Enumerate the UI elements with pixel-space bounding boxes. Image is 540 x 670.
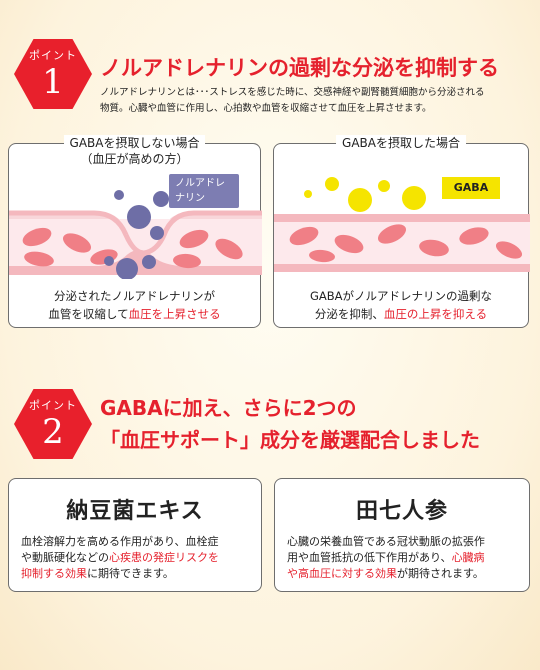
blood-cell: [24, 251, 54, 267]
point-1-description-line-1: ノルアドレナリンとは･･･ストレスを感じた時に、交感神経や副腎髄質細胞から分泌さ…: [100, 87, 485, 98]
noradrenaline-tag: ノルアドレ ナリン: [169, 174, 239, 208]
blood-cell: [22, 227, 52, 247]
without-gaba-caption-line-2: 血管を収縮して血圧を上昇させる: [9, 305, 260, 323]
point-1-description-line-2: 物質。心臓や血管に作用し、心拍数や血管を収縮させて血圧を上昇させます。: [100, 103, 432, 114]
point-1-badge: ポイント 1: [14, 39, 92, 109]
natto-extract-line-3-highlight: 抑制する効果: [21, 567, 87, 580]
tienchi-ginseng-line-2: 用や血管抵抗の低下作用があり、心臓病: [287, 550, 519, 566]
point-1-badge-number: 1: [42, 62, 64, 102]
vessel-wall-bottom: [274, 264, 530, 272]
blood-cell: [419, 239, 449, 257]
with-gaba-caption-highlight: 血圧の上昇を抑える: [383, 307, 488, 321]
blood-cell: [215, 238, 243, 260]
without-gaba-title-line-1: GABAを摂取しない場合: [69, 136, 200, 150]
with-gaba-caption: GABAがノルアドレナリンの過剰な 分泌を抑制、血圧の上昇を抑える: [274, 287, 528, 323]
natto-extract-title: 納豆菌エキス: [66, 499, 204, 524]
with-gaba-caption-plain: 分泌を抑制、: [314, 307, 384, 321]
tienchi-ginseng-title: 田七人参: [355, 499, 448, 524]
tienchi-ginseng-card: 田七人参 心臓の栄養血管である冠状動脈の拡張作 用や血管抵抗の低下作用があり、心…: [274, 478, 530, 592]
blood-cell: [495, 241, 523, 259]
without-gaba-title-line-2: （血圧が高めの方）: [80, 152, 189, 166]
point-2-badge-label: ポイント: [29, 399, 77, 412]
point-2-title-line-1: GABAに加え、さらに2つの: [100, 396, 357, 420]
blood-cell: [377, 224, 407, 244]
without-gaba-caption-plain: 血管を収縮して: [48, 307, 129, 321]
point-2-badge: ポイント 2: [14, 389, 92, 459]
normal-vessel-illustration: [274, 177, 530, 272]
tienchi-ginseng-line-1: 心臓の栄養血管である冠状動脈の拡張作: [287, 535, 485, 548]
point-1-description: ノルアドレナリンとは･･･ストレスを感じた時に、交感神経や副腎髄質細胞から分泌さ…: [100, 85, 530, 117]
without-gaba-caption: 分泌されたノルアドレナリンが 血管を収縮して血圧を上昇させる: [9, 287, 260, 323]
without-gaba-panel-title: GABAを摂取しない場合 （血圧が高めの方）: [63, 135, 206, 167]
noradrenaline-particles: [104, 190, 169, 279]
with-gaba-panel: GABAを摂取した場合 GABA GABAがノルアドレナリンの過剰な 分泌を抑制…: [273, 135, 530, 328]
noradrenaline-tag-line-2: ナリン: [175, 193, 205, 204]
natto-extract-description: 血栓溶解力を高める作用があり、血栓症 や動脈硬化などの心疾患の発症リスクを 抑制…: [21, 534, 251, 582]
blood-cell: [459, 227, 489, 245]
blood-cell: [334, 234, 364, 254]
gaba-tag: GABA: [442, 177, 500, 199]
natto-extract-line-2-plain: や動脈硬化などの: [21, 551, 109, 564]
with-gaba-caption-line-2: 分泌を抑制、血圧の上昇を抑える: [274, 305, 528, 323]
with-gaba-panel-title: GABAを摂取した場合: [336, 135, 466, 151]
with-gaba-caption-line-1: GABAがノルアドレナリンの過剰な: [309, 289, 493, 303]
point-1-badge-label: ポイント: [29, 49, 77, 62]
without-gaba-caption-highlight: 血圧を上昇させる: [128, 307, 221, 321]
without-gaba-caption-line-1: 分泌されたノルアドレナリンが: [54, 289, 215, 303]
blood-cell: [179, 229, 209, 249]
constricted-vessel-illustration: [9, 190, 262, 279]
blood-cell: [289, 226, 319, 246]
gaba-particles: [304, 177, 426, 212]
tienchi-ginseng-line-2-highlight: 心臓病: [451, 551, 485, 564]
tienchi-ginseng-description: 心臓の栄養血管である冠状動脈の拡張作 用や血管抵抗の低下作用があり、心臓病 や高…: [287, 534, 519, 582]
tienchi-ginseng-line-3: や高血圧に対する効果が期待されます。: [287, 566, 519, 582]
point-2-title: GABAに加え、さらに2つの 「血圧サポート」成分を厳選配合しました: [100, 392, 480, 456]
point-2-badge-number: 2: [42, 412, 64, 452]
natto-extract-line-3: 抑制する効果に期待できます。: [21, 566, 251, 582]
natto-extract-line-2-highlight: 心疾患の発症リスクを: [109, 551, 219, 564]
natto-extract-line-3-plain: に期待できます。: [87, 567, 174, 580]
natto-extract-card: 納豆菌エキス 血栓溶解力を高める作用があり、血栓症 や動脈硬化などの心疾患の発症…: [8, 478, 262, 592]
vessel-wall-top: [274, 214, 530, 222]
blood-cell: [62, 233, 92, 253]
natto-extract-line-1: 血栓溶解力を高める作用があり、血栓症: [21, 535, 219, 548]
point-1-title: ノルアドレナリンの過剰な分泌を抑制する: [100, 56, 499, 80]
blood-cell: [173, 253, 201, 269]
vessel-wall-bottom-bulge: [9, 250, 262, 272]
tienchi-ginseng-line-3-highlight: や高血圧に対する効果: [287, 567, 397, 580]
blood-cell: [309, 249, 335, 263]
without-gaba-panel: GABAを摂取しない場合 （血圧が高めの方） ノルアドレ ナリン: [8, 135, 262, 328]
point-2-title-line-2: 「血圧サポート」成分を厳選配合しました: [100, 428, 480, 452]
natto-extract-line-2: や動脈硬化などの心疾患の発症リスクを: [21, 550, 251, 566]
tienchi-ginseng-line-3-plain: が期待されます。: [397, 567, 484, 580]
noradrenaline-tag-line-1: ノルアドレ: [175, 178, 225, 189]
tienchi-ginseng-line-2-plain: 用や血管抵抗の低下作用があり、: [287, 551, 452, 564]
